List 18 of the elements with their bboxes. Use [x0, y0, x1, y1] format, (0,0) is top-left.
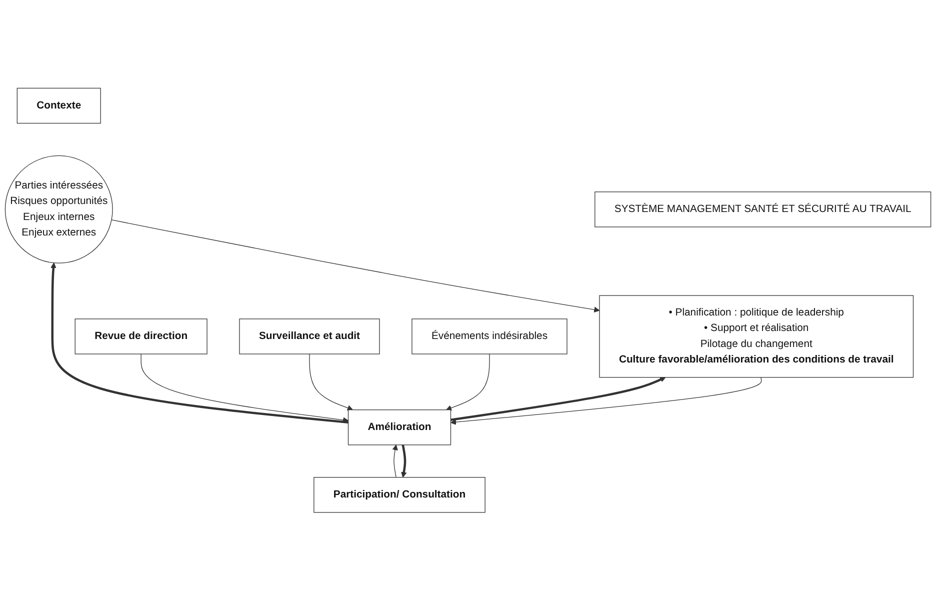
arrow: [450, 376, 762, 425]
arrow: [450, 376, 666, 421]
arrow: [401, 444, 407, 478]
arrow: [309, 353, 354, 410]
node-box: Surveillance et audit: [239, 318, 380, 354]
node-box: • Planification : politique de leadership • Support et réalisation Pilotage du changement Culture favorable/amélioration des conditions de travail: [599, 294, 914, 378]
node-box: Revue de direction: [74, 318, 208, 354]
node-box: Contexte: [16, 88, 101, 124]
node-box: Amélioration: [348, 409, 452, 445]
node-circle: Parties intéressées Risques opportunités Enjeux internes Enjeux externes: [4, 155, 113, 264]
arrow: [392, 444, 398, 478]
arrow: [111, 219, 600, 312]
node-box: Événements indésirables: [412, 318, 568, 354]
node-box: SYSTÈME MANAGEMENT SANTÉ ET SÉCURITÉ AU TRAVAIL: [594, 191, 932, 227]
arrow: [140, 353, 349, 422]
arrow: [50, 262, 348, 424]
arrow: [446, 353, 490, 410]
node-box: Participation/ Consultation: [314, 476, 486, 512]
